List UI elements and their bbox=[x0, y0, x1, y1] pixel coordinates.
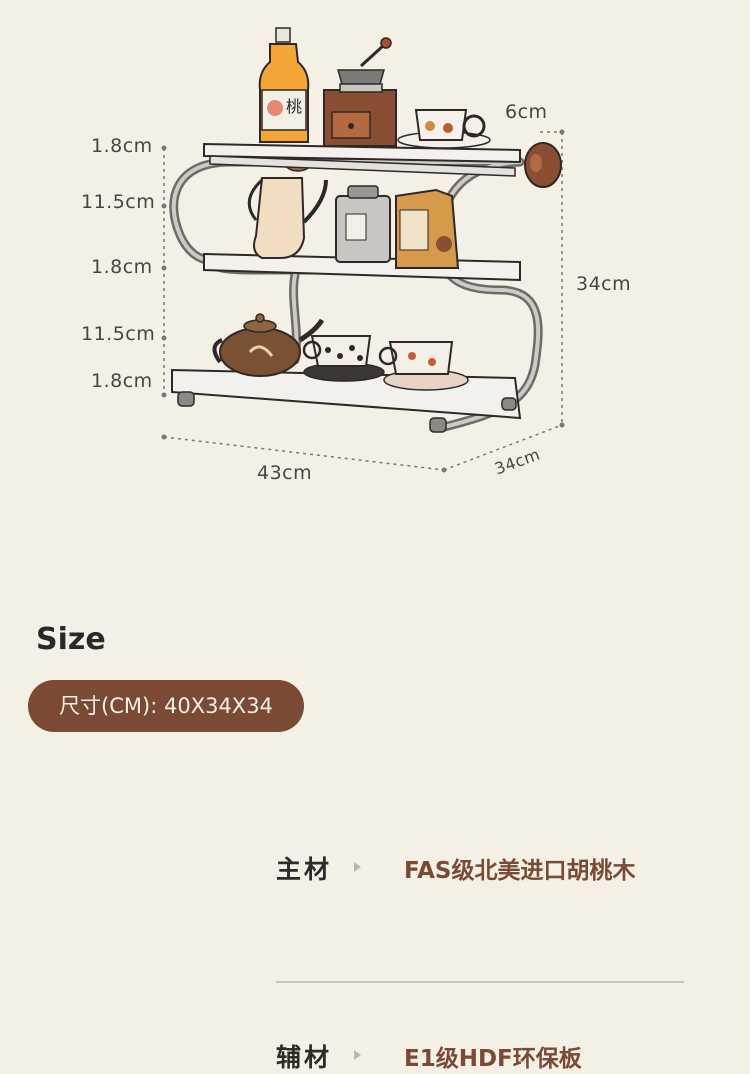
spec-divider bbox=[276, 981, 684, 983]
dim-width: 43cm bbox=[257, 462, 313, 484]
spec-value-main-material: FAS级北美进口胡桃木 bbox=[404, 858, 636, 884]
teacup-top bbox=[397, 109, 491, 149]
shelf-top bbox=[203, 142, 521, 177]
dim-gap-lower: 11.5cm bbox=[81, 323, 156, 345]
dim-shelf-bottom: 1.8cm bbox=[91, 370, 153, 392]
dim-shelf-middle: 1.8cm bbox=[91, 256, 153, 278]
dim-knob: 6cm bbox=[505, 101, 548, 123]
wood-knob bbox=[524, 142, 562, 188]
size-heading: Size bbox=[36, 622, 106, 657]
dim-gap-upper: 11.5cm bbox=[81, 191, 156, 213]
tea-tin bbox=[335, 185, 391, 263]
teapot bbox=[212, 313, 325, 377]
svg-text:桃: 桃 bbox=[286, 97, 302, 116]
spec-value-aux-material: E1级HDF环保板 bbox=[404, 1046, 582, 1072]
arrow-right-icon bbox=[354, 862, 361, 872]
juice-bottle: 桃 bbox=[258, 27, 310, 143]
gooseneck-kettle bbox=[247, 177, 328, 259]
coffee-grinder bbox=[323, 37, 397, 147]
dimension-lines bbox=[163, 132, 563, 471]
arrow-right-icon bbox=[354, 1050, 361, 1060]
dim-shelf-top: 1.8cm bbox=[91, 135, 153, 157]
spec-label-main-material: 主材 bbox=[276, 855, 333, 884]
spec-label-aux-material: 辅材 bbox=[276, 1043, 333, 1072]
teacup-patterned bbox=[302, 335, 385, 382]
size-badge: 尺寸(CM): 40X34X34 bbox=[28, 680, 304, 732]
teacup-floral bbox=[378, 341, 469, 391]
dim-height: 34cm bbox=[576, 273, 632, 295]
coffee-bag bbox=[395, 188, 460, 269]
shelf-illustration: 桃 bbox=[161, 27, 565, 473]
